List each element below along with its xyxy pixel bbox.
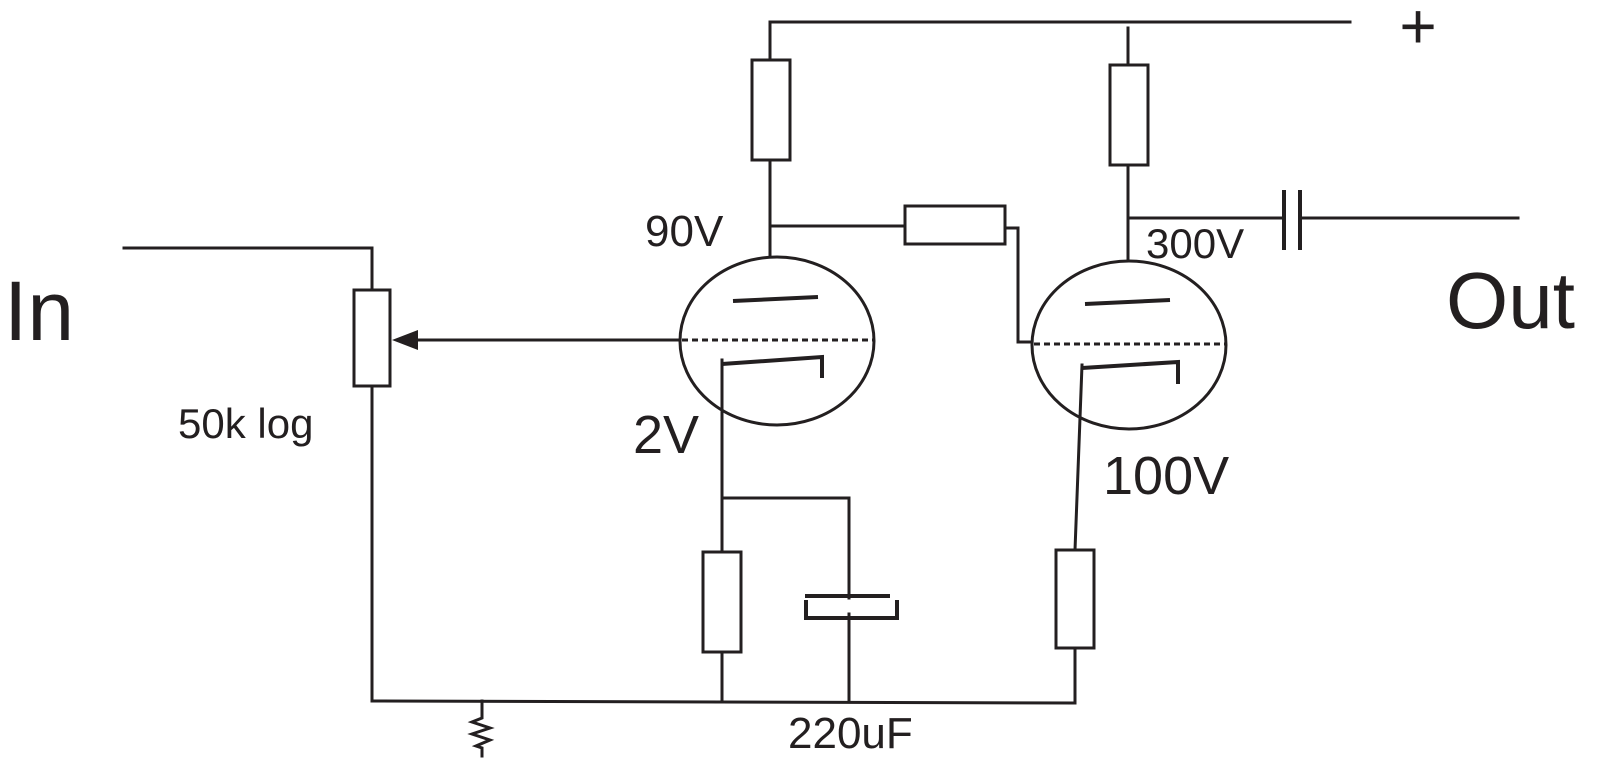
output-label: Out bbox=[1446, 256, 1575, 345]
v2-tube bbox=[1030, 259, 1228, 552]
v2-plate-resistor bbox=[1108, 63, 1150, 167]
v2-plate-voltage-label: 300V bbox=[1146, 220, 1244, 267]
supply-rail bbox=[768, 20, 1352, 67]
supply-plus-label: + bbox=[1399, 0, 1436, 62]
ground-symbol bbox=[467, 699, 495, 758]
v1-cathode-resistor bbox=[701, 550, 743, 654]
v1-cathode-wires bbox=[720, 496, 851, 704]
input-label: In bbox=[4, 264, 74, 358]
volume-potentiometer bbox=[352, 288, 392, 388]
output-capacitor bbox=[1282, 190, 1302, 250]
input-wire bbox=[122, 246, 374, 292]
v1-plate-resistor bbox=[750, 58, 792, 162]
v2-cathode-voltage-label: 100V bbox=[1103, 446, 1229, 506]
pot-value-label: 50k log bbox=[178, 400, 313, 447]
v1-tube bbox=[678, 255, 876, 502]
bypass-capacitor bbox=[804, 594, 899, 620]
bypass-cap-label: 220uF bbox=[788, 709, 913, 758]
coupling-wire bbox=[768, 224, 1034, 344]
coupling-resistor bbox=[903, 204, 1007, 246]
v1-plate-voltage-label: 90V bbox=[645, 207, 724, 256]
v2-cathode-resistor bbox=[1054, 548, 1096, 650]
pot-wiper-arrow bbox=[392, 330, 680, 350]
v1-cathode-voltage-label: 2V bbox=[633, 405, 699, 465]
